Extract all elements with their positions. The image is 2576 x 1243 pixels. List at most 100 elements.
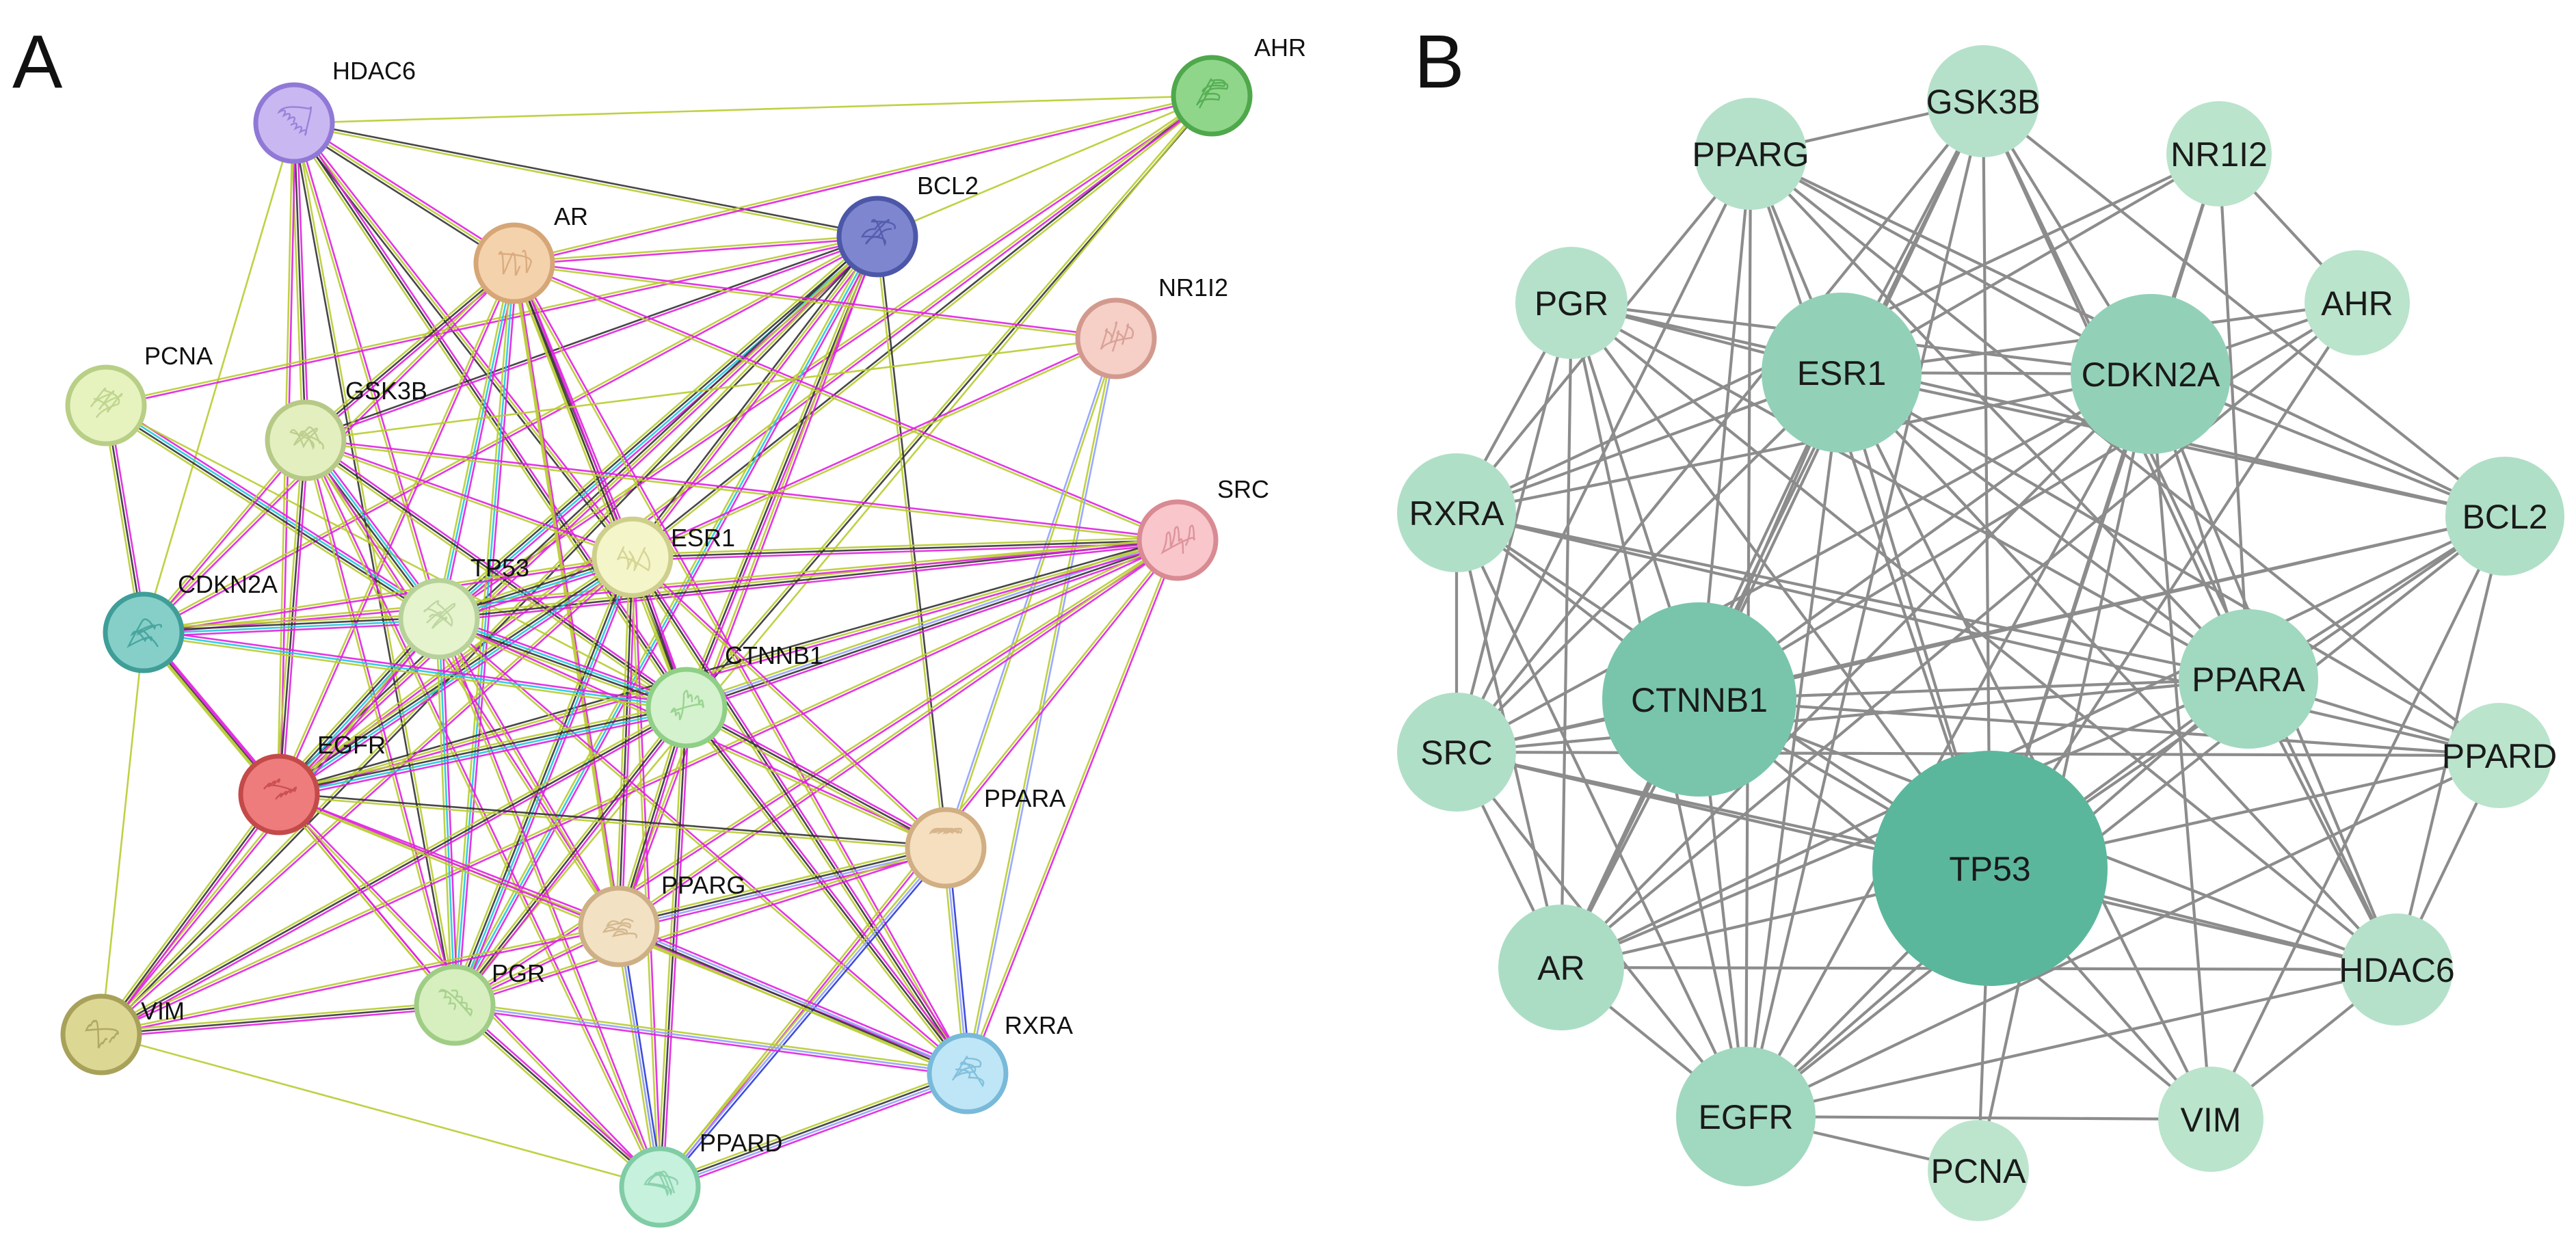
node-circle[interactable]: [1695, 98, 1807, 210]
node-a-src[interactable]: SRC: [1137, 475, 1269, 581]
node-a-ahr[interactable]: AHR: [1171, 34, 1306, 137]
edge-evidence-line: [279, 557, 634, 797]
node-circle[interactable]: [2305, 250, 2410, 356]
edge-cdkn2a-ctnnb1: [143, 628, 687, 712]
node-circle[interactable]: [103, 591, 185, 673]
node-b-label: PCNA: [1931, 1152, 2027, 1190]
edge-esr1-egfr: [1744, 372, 1844, 1117]
node-circle[interactable]: [1137, 499, 1219, 581]
node-circle[interactable]: [1928, 1120, 2029, 1221]
protein-structure-icon: [1160, 524, 1195, 555]
node-b-bcl2[interactable]: BCL2: [2445, 457, 2564, 576]
node-a-bcl2[interactable]: BCL2: [836, 172, 979, 278]
edge-evidence-line: [306, 237, 879, 443]
node-b-gsk3b[interactable]: GSK3B: [1926, 45, 2041, 157]
protein-structure-icon: [1100, 321, 1134, 352]
edge-evidence-line: [438, 618, 456, 1006]
panel-a-edges: [98, 93, 1214, 1192]
node-a-ppara[interactable]: PPARA: [905, 784, 1065, 889]
edge-gsk3b-src: [305, 438, 1178, 543]
edge-evidence-line: [142, 122, 295, 633]
node-a-egfr[interactable]: EGFR: [238, 731, 386, 836]
edge-evidence-line: [291, 123, 439, 619]
node-b-ar[interactable]: AR: [1498, 905, 1624, 1030]
protein-structure-icon: [669, 690, 704, 721]
edge-pparg-tp53: [1749, 153, 1991, 869]
node-circle[interactable]: [2158, 1067, 2263, 1172]
edge-gsk3b-cdkn2a: [142, 438, 308, 634]
edge-evidence-line: [440, 263, 518, 620]
node-circle[interactable]: [2166, 101, 2272, 206]
node-circle[interactable]: [1762, 293, 1922, 453]
node-circle[interactable]: [1927, 45, 2039, 157]
node-b-tp53[interactable]: TP53: [1872, 751, 2108, 986]
node-b-esr1[interactable]: ESR1: [1762, 293, 1922, 453]
edge-bcl2-pgr: [451, 235, 881, 1007]
node-a-esr1[interactable]: ESR1: [592, 516, 735, 598]
node-b-pgr[interactable]: PGR: [1515, 247, 1628, 359]
protein-structure-icon: [643, 1171, 678, 1197]
node-a-label: TP53: [470, 554, 529, 582]
node-a-cdkn2a[interactable]: CDKN2A: [103, 570, 278, 673]
protein-structure-icon: [498, 250, 532, 276]
node-a-hdac6[interactable]: HDAC6: [253, 57, 416, 164]
node-circle[interactable]: [1397, 693, 1516, 812]
node-b-egfr[interactable]: EGFR: [1676, 1047, 1816, 1186]
edge-tp53-pgr: [435, 618, 459, 1006]
node-circle[interactable]: [1872, 751, 2108, 986]
edge-hdac6-ar: [292, 120, 516, 267]
node-circle[interactable]: [2071, 294, 2231, 454]
edge-ppara-ppard: [656, 845, 949, 1190]
node-b-ppara[interactable]: PPARA: [2179, 609, 2318, 749]
node-circle[interactable]: [473, 222, 555, 304]
node-circle[interactable]: [60, 993, 142, 1075]
node-a-pgr[interactable]: PGR: [414, 959, 545, 1046]
node-circle[interactable]: [1676, 1047, 1816, 1186]
protein-structure-icon: [263, 778, 297, 800]
node-a-pparg[interactable]: PPARG: [578, 871, 745, 967]
node-b-vim[interactable]: VIM: [2158, 1067, 2263, 1172]
node-b-hdac6[interactable]: HDAC6: [2339, 913, 2455, 1026]
node-circle[interactable]: [1515, 247, 1628, 359]
node-a-ar[interactable]: AR: [473, 202, 588, 304]
edge-evidence-line: [98, 792, 278, 1034]
node-circle[interactable]: [2341, 913, 2453, 1026]
node-a-tp53[interactable]: TP53: [398, 554, 529, 660]
node-b-ahr[interactable]: AHR: [2305, 250, 2410, 356]
node-circle[interactable]: [265, 399, 347, 481]
edge-evidence-line: [451, 263, 513, 1005]
node-b-pcna[interactable]: PCNA: [1928, 1120, 2029, 1221]
node-circle[interactable]: [2447, 703, 2552, 808]
node-a-rxra[interactable]: RXRA: [927, 1011, 1073, 1114]
node-circle[interactable]: [2179, 609, 2318, 749]
node-b-ppard[interactable]: PPARD: [2442, 703, 2558, 808]
edge-tp53-cdkn2a: [143, 613, 440, 638]
node-a-gsk3b[interactable]: GSK3B: [265, 377, 427, 481]
node-b-src[interactable]: SRC: [1397, 693, 1516, 812]
edge-evidence-line: [276, 262, 514, 794]
edge-evidence-line: [437, 619, 968, 1075]
node-b-rxra[interactable]: RXRA: [1397, 453, 1516, 572]
node-circle[interactable]: [2445, 457, 2564, 576]
node-circle[interactable]: [1171, 55, 1253, 137]
node-a-ctnnb1[interactable]: CTNNB1: [646, 641, 823, 749]
node-b-label: AHR: [2321, 284, 2393, 323]
node-circle[interactable]: [927, 1032, 1009, 1114]
node-a-label: AHR: [1254, 34, 1306, 62]
node-b-pparg[interactable]: PPARG: [1692, 98, 1809, 210]
node-b-nr1i2[interactable]: NR1I2: [2166, 101, 2272, 206]
node-a-nr1i2[interactable]: NR1I2: [1075, 273, 1228, 379]
node-a-ppard[interactable]: PPARD: [619, 1129, 782, 1228]
edge-bcl2-esr1: [629, 234, 881, 560]
node-a-pcna[interactable]: PCNA: [65, 342, 213, 446]
node-circle[interactable]: [1498, 905, 1624, 1030]
node-b-ctnnb1[interactable]: CTNNB1: [1602, 602, 1796, 797]
node-circle[interactable]: [1397, 453, 1516, 572]
edge-evidence-line: [630, 557, 946, 850]
protein-ribbon: [643, 1171, 678, 1197]
node-a-vim[interactable]: VIM: [60, 993, 185, 1075]
node-circle[interactable]: [1602, 602, 1796, 797]
node-a-label: HDAC6: [332, 57, 416, 85]
node-b-cdkn2a[interactable]: CDKN2A: [2071, 294, 2231, 454]
node-circle[interactable]: [905, 807, 987, 889]
